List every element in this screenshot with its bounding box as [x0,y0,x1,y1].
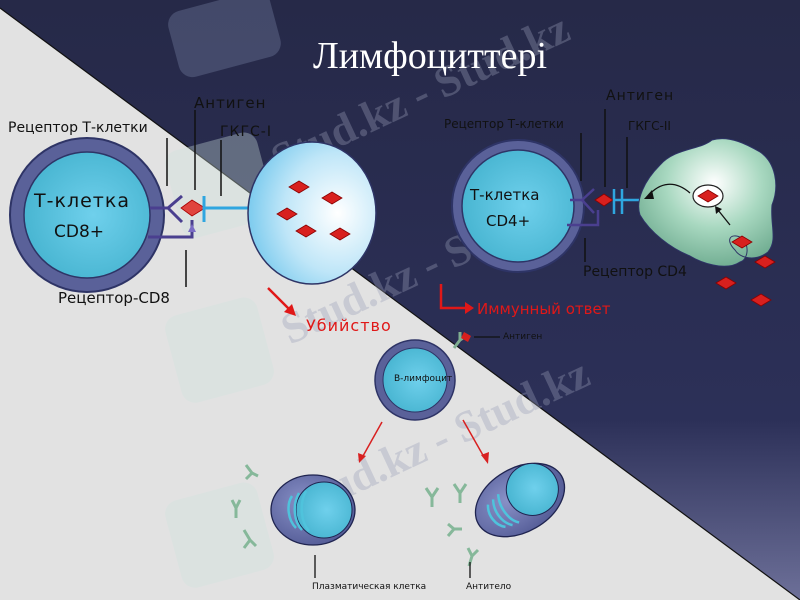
cd8-cell-type: CD8+ [54,222,105,242]
cd4-t-cell [451,139,585,273]
free-antigens-icon [715,235,776,307]
label-plasma-cell: Плазматическая клетка [312,582,427,592]
label-antigen-cd8: Антиген [194,94,267,112]
immune-response-arrow-icon [439,284,468,310]
plasma-cell-right [474,462,566,538]
cd8-t-cell [9,137,165,293]
cd4-cell-type: CD4+ [486,212,531,230]
label-mhc-i: ГКГС-I [220,124,272,140]
label-tcr-cd4: Рецептор Т-клетки [444,117,564,131]
antigen-cluster-icon [276,180,351,241]
outcome-immune-response: Иммунный ответ [477,300,611,318]
label-antigen-b: Антиген [503,332,543,342]
b-lymphocyte [374,339,456,421]
arrow-icon [462,419,485,458]
kill-arrow-icon [267,287,291,311]
tcr-receptor-icon [567,188,600,227]
outcome-kill: Убийство [306,316,392,335]
label-tcr-cd8: Рецептор Т-клетки [8,120,148,136]
slide-title: Лимфоциттері [312,35,548,77]
antibody-icons [230,464,480,567]
label-antigen-cd4: Антиген [606,88,675,104]
watermark-logo-icon [165,0,281,588]
cd8-cell-name: Т-клетка [34,190,130,212]
b-cell-name: B-лимфоцит [394,374,453,384]
cd4-cell-name: Т-клетка [470,186,540,204]
label-mhc-ii: ГКГС-II [628,119,671,133]
label-antibody: Антитело [466,582,512,592]
arrow-icon [362,421,383,457]
target-cell [247,141,377,285]
label-cd4-receptor: Рецептор CD4 [583,264,687,280]
plasma-cell-left [270,474,356,546]
antigen-icon [461,332,471,342]
label-cd8-receptor: Рецептор-CD8 [58,289,170,307]
